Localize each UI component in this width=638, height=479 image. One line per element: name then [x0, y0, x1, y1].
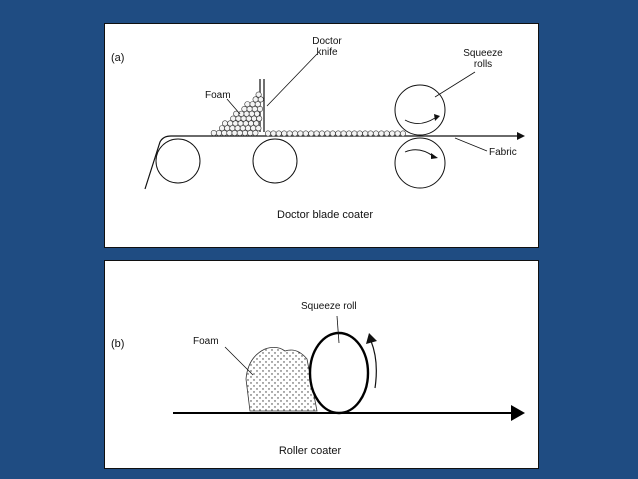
foam-bead	[292, 130, 299, 137]
foam-leader	[226, 98, 241, 115]
foam-bead	[254, 110, 261, 117]
foam-bead	[372, 130, 379, 137]
foam-bead	[335, 130, 342, 137]
fabric-path	[144, 135, 517, 190]
foam-bead	[230, 115, 237, 122]
foam-bead	[255, 125, 262, 132]
squeeze-rolls-leader	[434, 71, 476, 98]
squeeze-roll-label: Squeeze roll	[301, 301, 357, 312]
squeeze-rolls-label: Squeeze rolls	[463, 48, 503, 70]
foam-bead	[210, 130, 217, 137]
foam-bead	[241, 106, 248, 113]
foam-bead	[216, 130, 223, 137]
foam-bead	[297, 130, 304, 137]
panel-letter-b: (b)	[111, 338, 125, 350]
foam-bead	[383, 130, 390, 137]
foam-bead	[313, 130, 320, 137]
fabric-arrowhead	[517, 132, 525, 140]
roller-coater-panel: (b) Squeeze roll Foam Roller coater	[104, 260, 539, 469]
foam-beads	[210, 91, 406, 137]
foam-bead	[257, 96, 264, 103]
rotation-arrow-top	[404, 117, 436, 124]
fabric-label: Fabric	[489, 147, 517, 158]
substrate-arrowhead	[511, 405, 525, 421]
foam-bead	[275, 130, 282, 137]
foam-bead	[389, 130, 396, 137]
doctor-blade-coater-diagram	[144, 53, 525, 190]
foam-bead	[244, 101, 251, 108]
rotation-arrow	[370, 340, 377, 389]
doctor-knife-leader	[266, 53, 318, 107]
foam-bead	[265, 130, 272, 137]
doctor-blade-coater-panel: (a) Doctor knife Squeeze rolls Foam Fabr…	[104, 23, 539, 248]
foam-bead	[252, 130, 259, 137]
foam-bead	[329, 130, 336, 137]
squeeze-roll-bottom	[394, 137, 446, 189]
squeeze-roll-top	[394, 84, 446, 136]
foam-bead	[219, 125, 226, 132]
foam-label-a: Foam	[205, 90, 231, 101]
foam-bead	[340, 130, 347, 137]
foam-bead	[356, 130, 363, 137]
foam-bead	[378, 130, 385, 137]
foam-bead	[255, 91, 262, 98]
foam-bead	[346, 130, 353, 137]
foam-bead	[256, 115, 263, 122]
doctor-blade-coater-caption: Doctor blade coater	[277, 209, 373, 221]
foam-bead	[249, 101, 256, 108]
squeeze-roll-leader	[336, 315, 340, 344]
panel-letter-a: (a)	[111, 52, 125, 64]
squeeze-roll	[308, 331, 370, 415]
foam-bead	[252, 96, 259, 103]
guide-roll-center	[252, 138, 298, 184]
doctor-knife-label: Doctor knife	[312, 36, 342, 58]
fabric-leader	[454, 137, 488, 152]
foam-bead	[281, 130, 288, 137]
foam-bead	[222, 120, 229, 127]
foam-leader-b	[224, 346, 254, 376]
foam-bead	[302, 130, 309, 137]
roller-coater-diagram	[173, 315, 525, 421]
foam-bead	[394, 130, 401, 137]
foam-bead	[324, 130, 331, 137]
foam-bead	[367, 130, 374, 137]
rotation-arrow-bottom	[404, 149, 434, 157]
guide-roll-left	[155, 138, 201, 184]
foam-bead	[257, 106, 264, 113]
foam-bead	[227, 120, 234, 127]
roller-coater-caption: Roller coater	[278, 445, 342, 457]
foam-bead	[351, 130, 358, 137]
foam-bead	[286, 130, 293, 137]
foam-bead	[362, 130, 369, 137]
foam-bead	[308, 130, 315, 137]
foam-bead	[319, 130, 326, 137]
foam-bead	[254, 101, 261, 108]
foam-blob	[245, 347, 318, 412]
foam-bead	[399, 130, 406, 137]
foam-bead	[253, 120, 260, 127]
foam-label-b: Foam	[193, 336, 219, 347]
foam-bead	[270, 130, 277, 137]
